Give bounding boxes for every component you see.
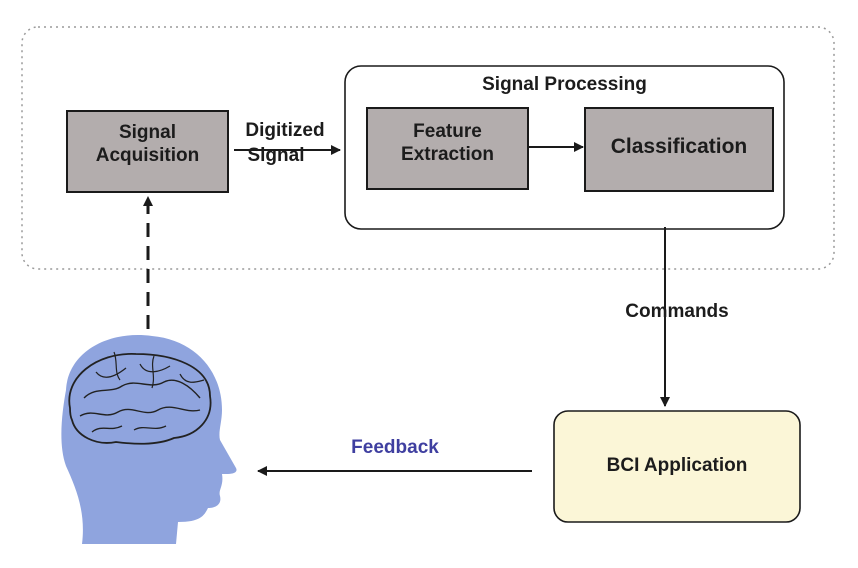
digitized-signal-label: Digitized Signal (230, 119, 340, 168)
signal-acquisition-box (66, 110, 229, 193)
digitized-signal-line2: Signal (247, 144, 305, 166)
classification-label: Classification (610, 135, 748, 159)
digitized-signal-line1: Digitized (245, 120, 325, 141)
brain-icon (68, 351, 212, 445)
signal-acquisition-line1: Signal (118, 122, 176, 143)
feature-extraction-line1: Feature (413, 121, 482, 142)
signal-processing-title: Signal Processing (482, 74, 647, 95)
signal-acquisition-line2: Acquisition (95, 144, 200, 166)
system-boundary (21, 26, 835, 270)
bci-application-label: BCI Application (606, 455, 748, 477)
feature-extraction-line2: Extraction (401, 143, 494, 165)
classification-box (584, 107, 774, 192)
feedback-label: Feedback (351, 437, 439, 458)
feature-extraction-label: Feature Extraction (367, 121, 528, 167)
bci-application-box (553, 410, 801, 523)
commands-label: Commands (625, 301, 729, 322)
feature-extraction-box (366, 107, 529, 190)
signal-acquisition-label: Signal Acquisition (67, 122, 228, 168)
